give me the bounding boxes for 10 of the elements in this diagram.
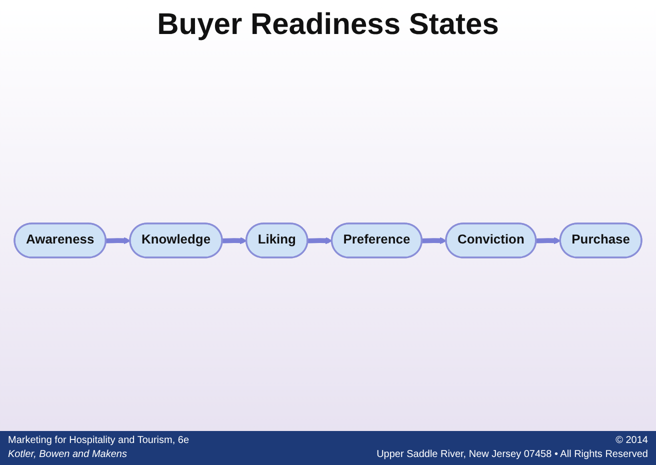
footer-text: Marketing for Hospitality and Tourism, 6e — [8, 435, 190, 446]
arrow — [422, 236, 447, 244]
footer-text: © 2014 — [616, 435, 648, 446]
title: Buyer Readiness States — [157, 8, 499, 42]
arrow — [536, 236, 561, 244]
arrow — [106, 236, 131, 244]
arrow — [222, 236, 248, 244]
footer-text: Upper Saddle River, New Jersey 07458 • All Rights Reserved — [376, 449, 648, 460]
footer-text: Kotler, Bowen and Makens — [8, 449, 127, 460]
arrow — [307, 236, 332, 244]
